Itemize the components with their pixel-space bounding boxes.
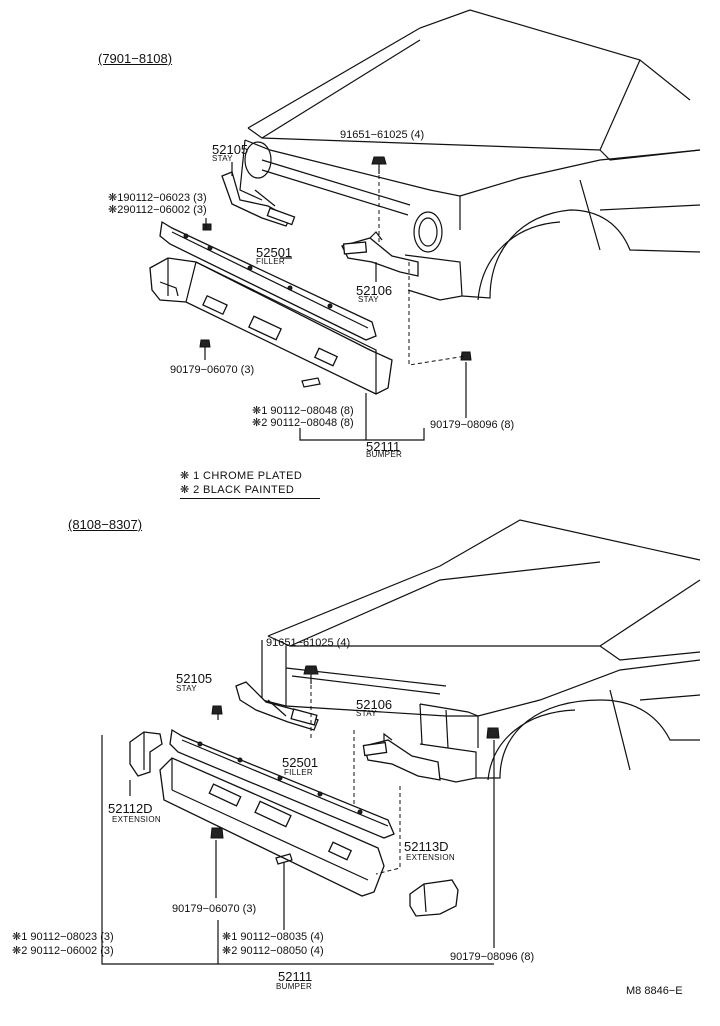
top-filler-name: FILLER — [256, 257, 285, 266]
bottom-ext-left-name: EXTENSION — [112, 815, 161, 824]
top-screw-a1-label: ❋190112−06023 (3) — [108, 192, 207, 204]
bottom-screw-a2-label: ❋2 90112−06002 (3) — [12, 945, 114, 957]
bottom-bolt-b1-label: ❋1 90112−08035 (4) — [222, 931, 324, 943]
bottom-filler-number: 52501 — [282, 755, 319, 770]
top-bumper-part — [149, 257, 393, 395]
top-section-period: (7901−8108) — [98, 51, 173, 66]
top-stay-left-number: 52105 — [212, 142, 249, 157]
bottom-leader-lines — [101, 685, 495, 965]
top-bolt-top-label: 91651−61025 (4) — [340, 129, 425, 141]
top-screw-a2-label: ❋290112−06002 (3) — [108, 204, 207, 216]
top-bumper-number: 52111 — [366, 439, 401, 454]
bottom-stay-left-number: 52105 — [176, 671, 213, 686]
bottom-truck-body — [261, 519, 701, 783]
top-leader-lines — [204, 162, 467, 441]
bottom-fasteners — [210, 665, 500, 865]
top-filler-number: 52501 — [256, 245, 293, 260]
top-bolt-b1-label: ❋1 90112−08048 (8) — [252, 405, 354, 417]
bottom-bumper-part — [159, 757, 385, 897]
bottom-screw-a1-label: ❋1 90112−08023 (3) — [12, 931, 114, 943]
top-truck-body — [239, 9, 701, 301]
bottom-stay-right-part — [362, 732, 441, 781]
bottom-ext-right-name: EXTENSION — [406, 853, 455, 862]
bottom-extension-right-part — [409, 879, 459, 917]
note-black-painted: ❋ 2 BLACK PAINTED — [180, 485, 320, 499]
bottom-stay-left-name: STAY — [176, 684, 197, 693]
top-bolt-b2-label: ❋2 90112−08048 (8) — [252, 417, 354, 429]
bottom-stay-right-number: 52106 — [356, 697, 393, 712]
bottom-filler-name: FILLER — [284, 768, 313, 777]
top-filler-part — [159, 220, 377, 341]
bottom-bolt-top-label: 91651−61025 (4) — [266, 637, 351, 649]
bottom-nut-right-label: 90179−08096 (8) — [450, 951, 535, 963]
drawing-code: M8 8846−E — [626, 985, 683, 997]
bottom-section-period: (8108−8307) — [68, 517, 143, 532]
bottom-ext-left-number: 52112D — [108, 801, 153, 816]
bottom-bumper-number: 52111 — [278, 969, 313, 984]
top-stay-left-name: STAY — [212, 154, 233, 163]
bottom-stay-right-name: STAY — [356, 709, 377, 718]
top-bumper-name: BUMPER — [366, 450, 403, 459]
bottom-ext-right-number: 52113D — [404, 839, 449, 854]
bottom-bolt-b2-label: ❋2 90112−08050 (4) — [222, 945, 324, 957]
top-nut-left-label: 90179−06070 (3) — [170, 364, 255, 376]
bottom-extension-left-part — [129, 731, 163, 777]
top-stay-right-number: 52106 — [356, 283, 393, 298]
bottom-stay-left-part — [235, 681, 319, 731]
bottom-bumper-name: BUMPER — [276, 982, 313, 991]
bottom-filler-part — [169, 728, 395, 839]
bottom-nut-left-label: 90179−06070 (3) — [172, 903, 257, 915]
note-chrome-plated: ❋ 1 CHROME PLATED — [180, 470, 303, 482]
top-fasteners — [199, 156, 472, 388]
top-stay-left-part — [221, 171, 296, 227]
top-stay-right-name: STAY — [358, 295, 379, 304]
top-nut-right-label: 90179−08096 (8) — [430, 419, 515, 431]
top-stay-right-part — [341, 231, 419, 277]
